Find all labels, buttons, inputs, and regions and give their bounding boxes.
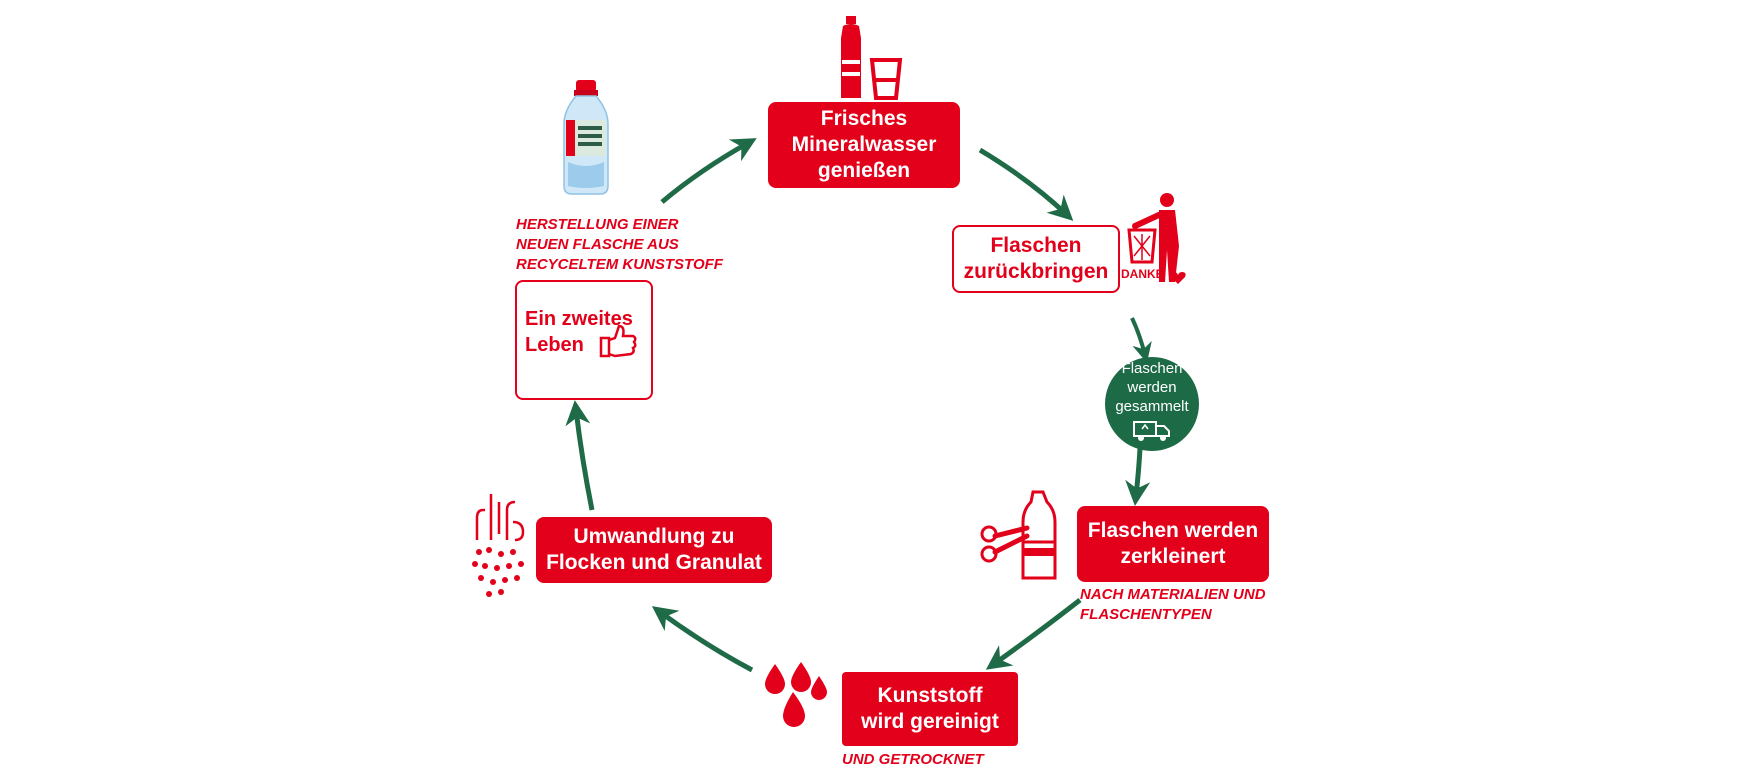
step-second-life-label: Ein zweites Leben <box>525 308 633 356</box>
recycling-truck-icon <box>1133 421 1170 441</box>
step-flakes-box: Umwandlung zu Flocken und Granulat <box>536 517 772 583</box>
step-return-box: Flaschen zurückbringen <box>952 225 1120 293</box>
arrow-to-cleaned <box>985 598 1082 670</box>
danke-label: DANKE <box>1121 267 1164 281</box>
step-second-life-box: Ein zweites Leben <box>515 280 653 400</box>
step-cleaned-box: Kunststoff wird gereinigt <box>842 672 1018 746</box>
note-new-bottle: HERSTELLUNG EINER NEUEN FLASCHE AUS RECY… <box>516 216 723 273</box>
scissors-bottle-icon <box>980 490 1057 580</box>
drops-icon <box>765 662 827 727</box>
person-trash-icon <box>1127 193 1179 282</box>
water-bottle-icon <box>563 80 609 195</box>
note-materials: NACH MATERIALIEN UND FLASCHENTYPEN <box>1080 586 1266 623</box>
arrow-to-second-life <box>565 400 595 511</box>
step-collected-label: Flaschen werden gesammelt <box>1115 360 1189 415</box>
arrow-to-shredded <box>1125 447 1151 506</box>
step-enjoy-box: Frisches Mineralwasser genießen <box>768 102 960 188</box>
steam-granulate-icon <box>472 494 525 597</box>
arrow-to-flakes <box>651 606 754 673</box>
thumbs-up-icon <box>599 324 637 358</box>
step-collected-circle: Flaschen werden gesammelt <box>1105 357 1199 451</box>
arrow-to-collected <box>1130 317 1152 363</box>
arrow-to-return <box>978 147 1074 221</box>
note-dried: UND GETROCKNET <box>842 751 984 768</box>
arrow-to-enjoy <box>660 138 757 204</box>
bottle-and-glass-icon <box>841 16 903 100</box>
heart-icon <box>1170 272 1186 284</box>
step-shredded-box: Flaschen werden zerkleinert <box>1077 506 1269 582</box>
